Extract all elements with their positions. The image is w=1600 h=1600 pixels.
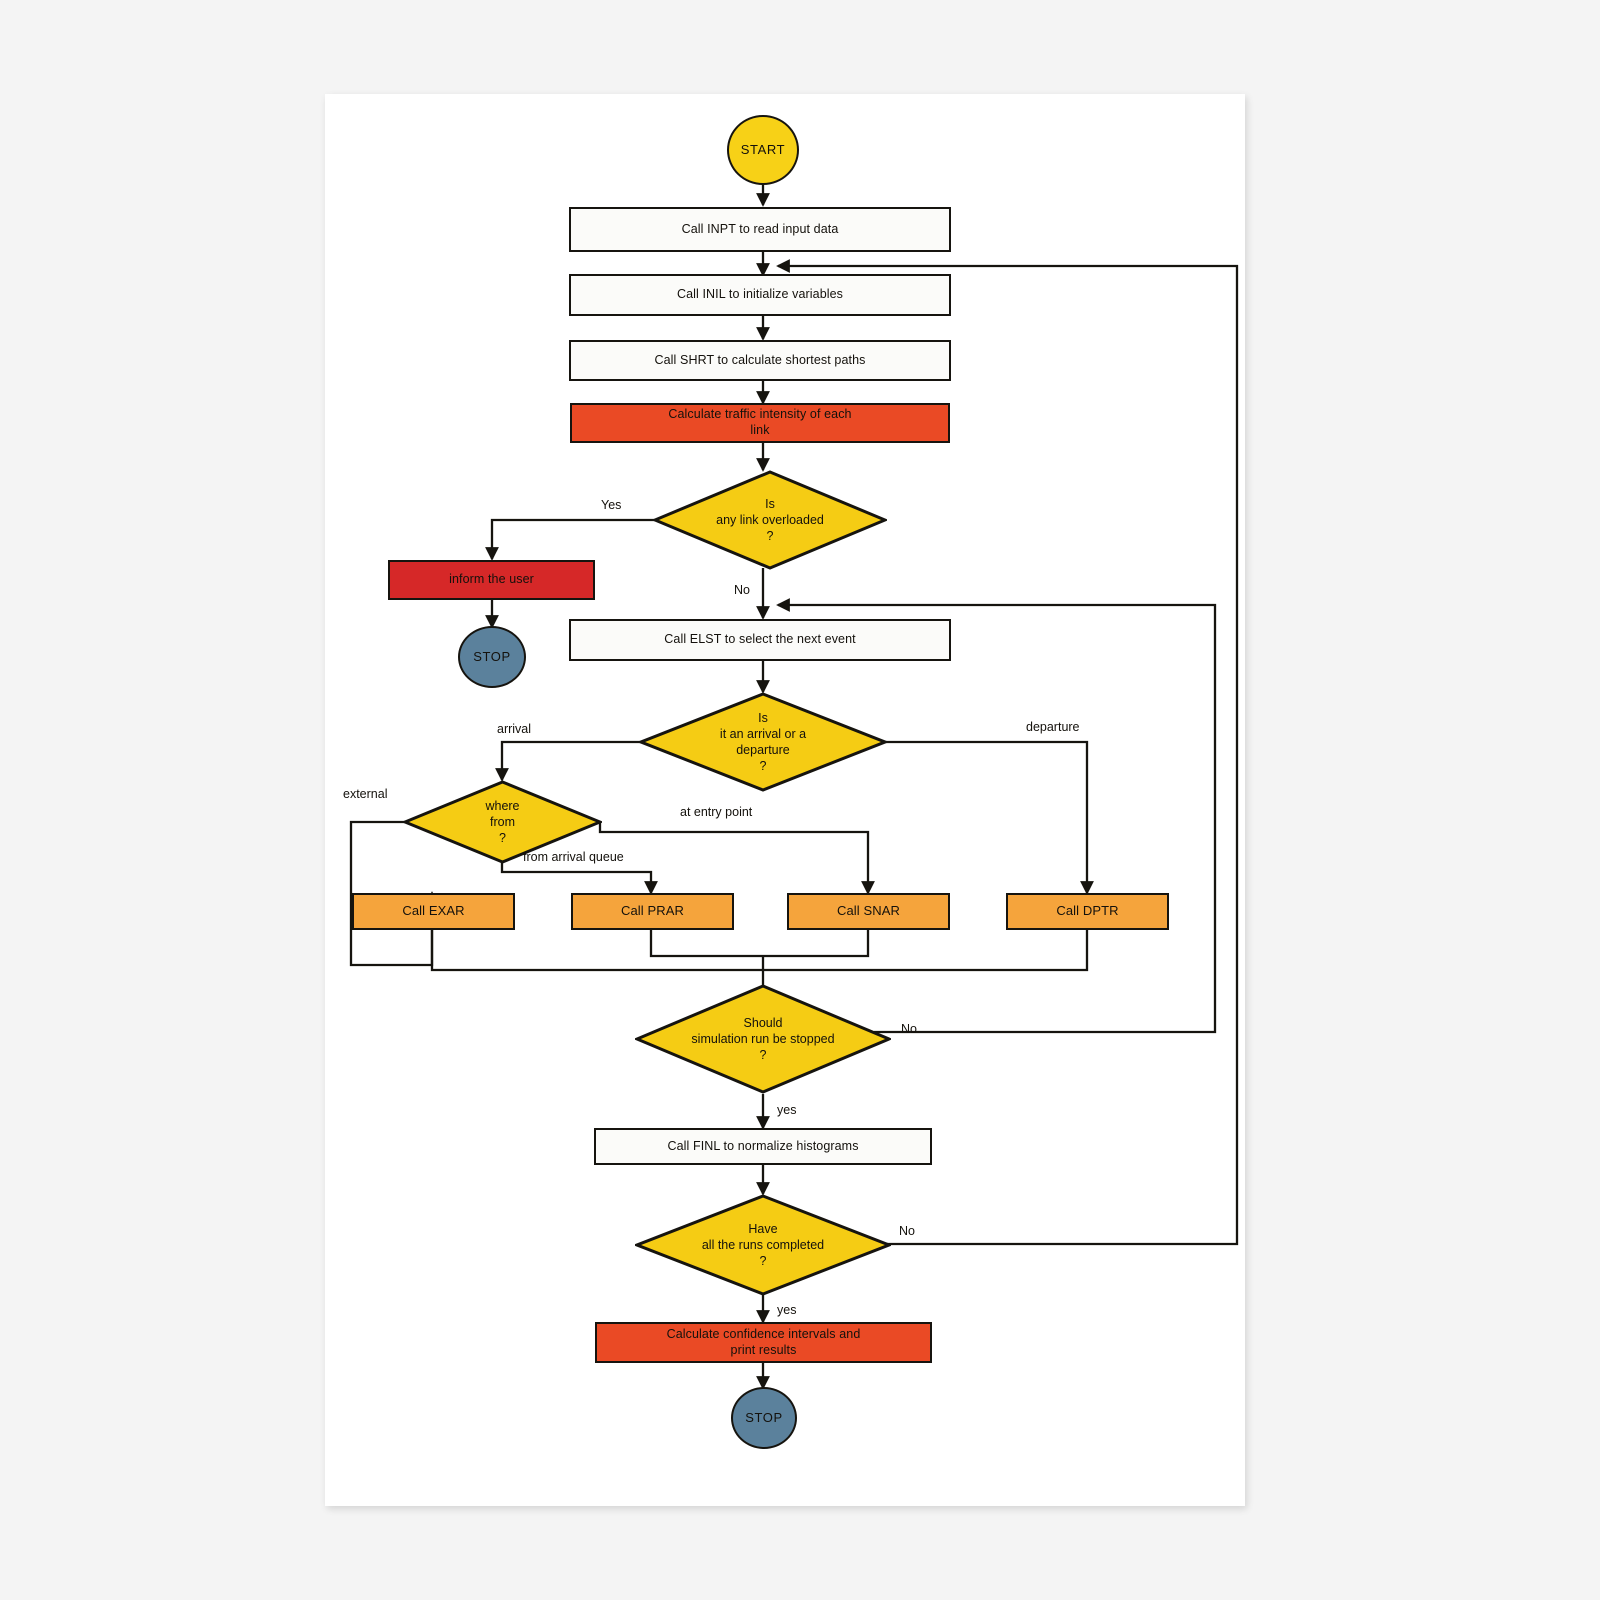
edge-label-departure: departure [1026, 720, 1080, 734]
node-call-inpt[interactable]: Call INPT to read input data [569, 207, 951, 252]
node-call-elst-label: Call ELST to select the next event [664, 632, 856, 647]
edge-label-should-stop-yes: yes [777, 1103, 797, 1117]
node-call-inil-label: Call INIL to initialize variables [676, 287, 844, 302]
node-inform-the-user-label: inform the user [449, 572, 534, 587]
node-calculate-traffic-intensity[interactable]: Calculate traffic intensity of each link [570, 403, 950, 443]
node-decision-arrival-or-departure[interactable]: Is it an arrival or a departure ? [639, 692, 887, 792]
node-decision-arrival-or-departure-label: Is it an arrival or a departure ? [719, 711, 807, 773]
node-call-snar[interactable]: Call SNAR [787, 893, 950, 930]
decision-shape-where-from [403, 780, 602, 864]
edge-label-overload-yes: Yes [601, 498, 622, 512]
decision-shape-should-simulation-stop [635, 984, 891, 1094]
node-stop-final-label: STOP [745, 1409, 783, 1425]
edge-label-external: external [343, 787, 388, 801]
decision-shape-arrival-or-departure [639, 692, 887, 792]
node-call-shrt-label: Call SHRT to calculate shortest paths [654, 352, 866, 367]
node-calculate-confidence-intervals[interactable]: Calculate confidence intervals and print… [595, 1322, 932, 1363]
node-stop-after-inform[interactable]: STOP [458, 626, 526, 688]
node-calculate-traffic-intensity-label: Calculate traffic intensity of each link [668, 407, 852, 437]
node-start-label: START [740, 141, 786, 157]
node-decision-where-from[interactable]: where from ? [403, 780, 602, 864]
edge-label-runs-done-no: No [899, 1224, 915, 1238]
edge-label-from-arrival-queue: from arrival queue [523, 850, 624, 864]
node-start[interactable]: START [727, 115, 799, 185]
node-calculate-confidence-intervals-label: Calculate confidence intervals and print… [666, 1326, 861, 1357]
edge-label-at-entry-point: at entry point [680, 805, 753, 819]
node-call-exar-label: Call EXAR [402, 903, 465, 919]
node-inform-the-user[interactable]: inform the user [388, 560, 595, 600]
node-call-inpt-label: Call INPT to read input data [681, 221, 839, 236]
node-decision-link-overloaded-label: Is any link overloaded ? [716, 497, 824, 543]
node-call-prar-label: Call PRAR [620, 903, 685, 919]
node-call-prar[interactable]: Call PRAR [571, 893, 734, 930]
decision-shape-all-runs-completed [635, 1194, 891, 1296]
decision-shape-link-overloaded [653, 470, 887, 570]
node-call-finl-label: Call FINL to normalize histograms [667, 1138, 859, 1153]
node-decision-all-runs-completed-label: Have all the runs completed ? [701, 1222, 825, 1268]
node-call-exar[interactable]: Call EXAR [352, 893, 515, 930]
node-decision-link-overloaded[interactable]: Is any link overloaded ? [653, 470, 887, 570]
edge-label-overload-no: No [734, 583, 750, 597]
node-decision-where-from-label: where from ? [485, 799, 520, 845]
node-call-shrt[interactable]: Call SHRT to calculate shortest paths [569, 340, 951, 381]
node-decision-all-runs-completed[interactable]: Have all the runs completed ? [635, 1194, 891, 1296]
edge-label-should-stop-no: No [901, 1022, 917, 1036]
edge-label-runs-done-yes: yes [777, 1303, 797, 1317]
node-stop-after-inform-label: STOP [473, 648, 511, 664]
node-decision-should-simulation-stop[interactable]: Should simulation run be stopped ? [635, 984, 891, 1094]
node-call-inil[interactable]: Call INIL to initialize variables [569, 274, 951, 316]
node-call-dptr-label: Call DPTR [1056, 903, 1119, 919]
edge-label-arrival: arrival [497, 722, 532, 736]
node-call-elst[interactable]: Call ELST to select the next event [569, 619, 951, 661]
node-call-finl[interactable]: Call FINL to normalize histograms [594, 1128, 932, 1165]
node-decision-should-simulation-stop-label: Should simulation run be stopped ? [691, 1016, 835, 1062]
node-call-snar-label: Call SNAR [836, 903, 901, 919]
node-call-dptr[interactable]: Call DPTR [1006, 893, 1169, 930]
node-stop-final[interactable]: STOP [731, 1387, 797, 1449]
